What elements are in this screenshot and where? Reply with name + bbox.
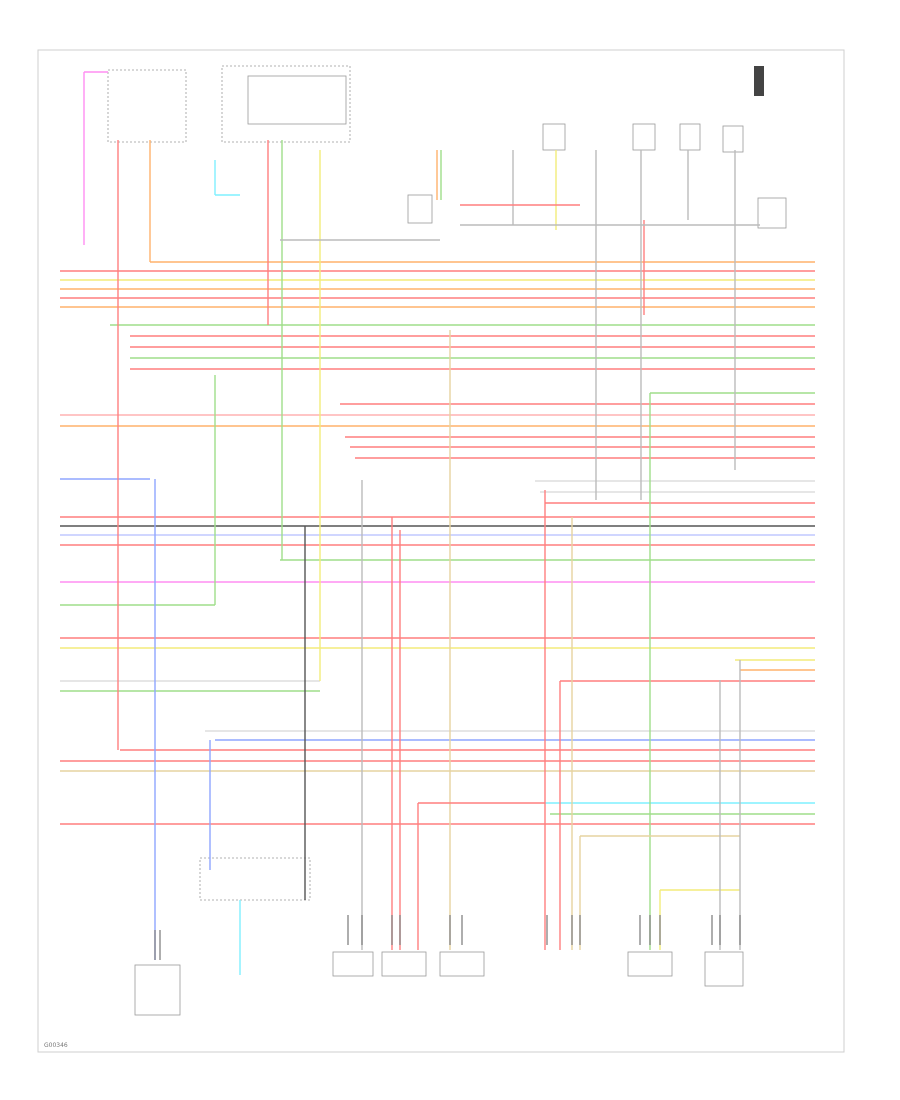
speed-sensor (332, 951, 374, 977)
sensor-box-2 (632, 123, 656, 151)
sensor-box-3 (679, 123, 701, 151)
pin-stubs (154, 915, 741, 960)
sensor-box-1 (542, 123, 566, 151)
coil-component (754, 66, 764, 96)
horizontal-wires (60, 261, 815, 825)
top-components (107, 65, 787, 229)
diagram-border (37, 49, 845, 1053)
connector-right (757, 197, 787, 229)
fuse-relay-box (107, 69, 187, 143)
throttle-position-sensor (704, 951, 744, 987)
solenoid-connector (439, 951, 485, 977)
vertical-wires (83, 71, 760, 975)
bottom-components (134, 857, 744, 1016)
transmission-range-sensor (381, 951, 427, 977)
power-distribution-box (221, 65, 351, 143)
ground-block (199, 857, 311, 901)
fuel-tank-pressure-sensor (627, 951, 673, 977)
relay-box (247, 75, 347, 125)
output-shaft-sensor (134, 964, 181, 1016)
sensor-box-4 (722, 125, 744, 153)
diagram-code: G00346 (44, 1042, 68, 1049)
inertia-switch (407, 194, 433, 224)
